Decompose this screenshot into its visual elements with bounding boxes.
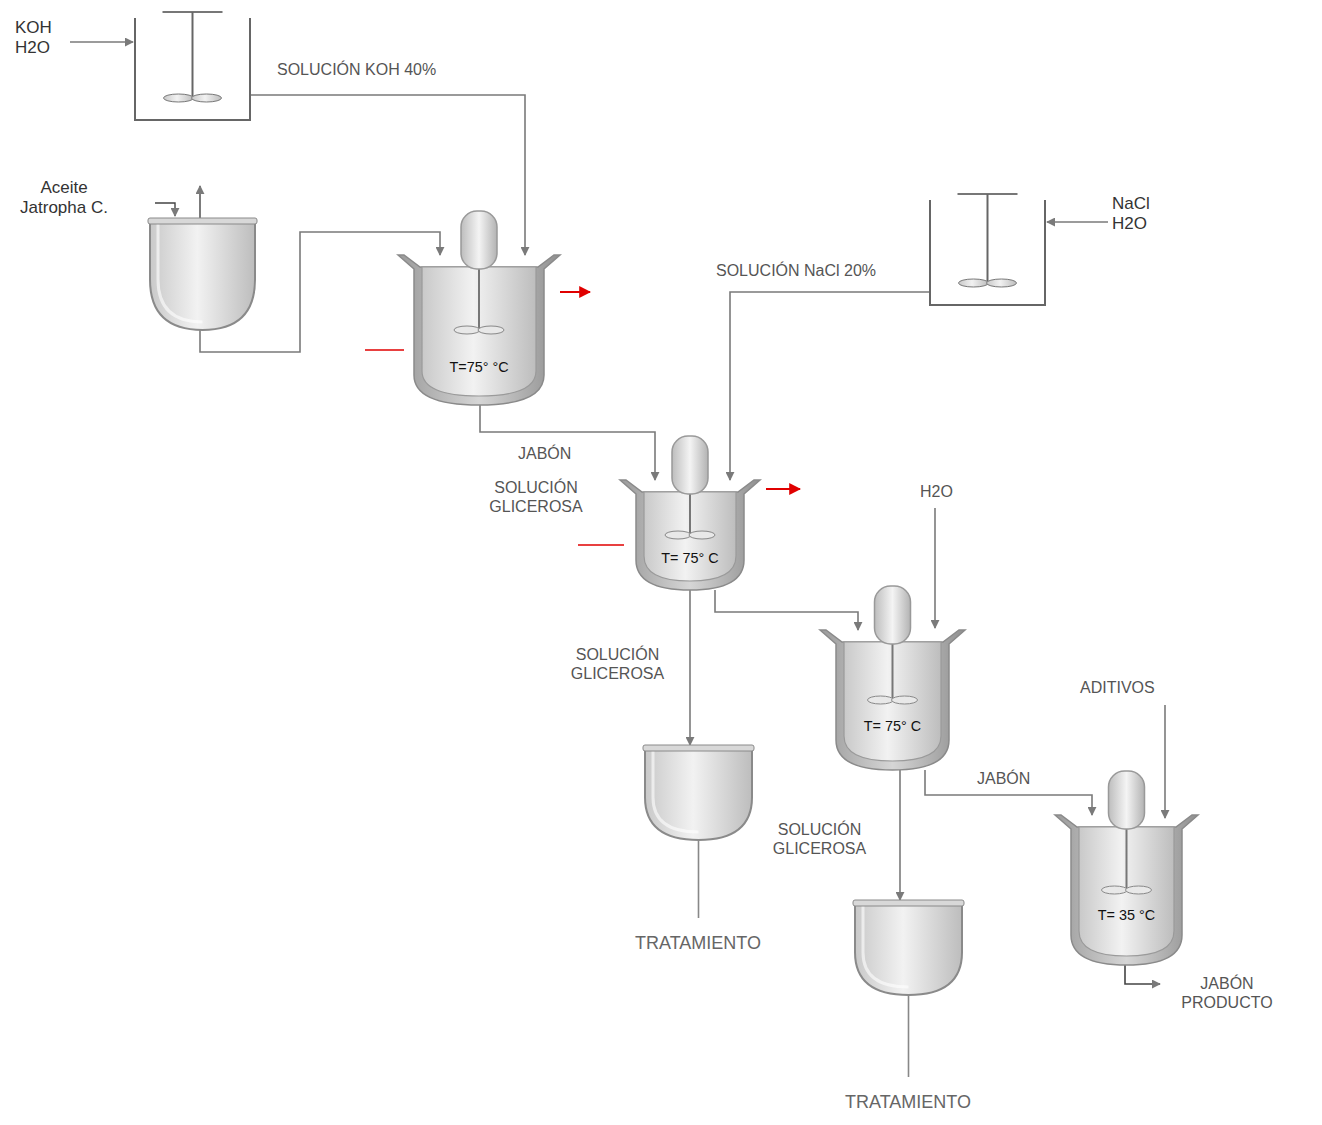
- vessel-label: NaCl H2O: [1112, 194, 1164, 233]
- heat-out-arrow: [560, 291, 590, 293]
- stream-label: JABÓN: [516, 444, 600, 463]
- pipe-line: [730, 292, 930, 480]
- pipe-line: [480, 405, 655, 480]
- pipe-line: [689, 590, 691, 745]
- vessel-label: TRATAMIENTO: [808, 1092, 1008, 1113]
- feed-line: [1047, 221, 1108, 223]
- vessel-shape: [398, 255, 560, 405]
- vent-line: [199, 186, 200, 218]
- storage-tank: TRATAMIENTO: [855, 900, 962, 995]
- feed-line: [70, 41, 133, 43]
- vessel-label: Aceite Jatropha C.: [8, 178, 120, 217]
- storage-tank: Aceite Jatropha C.: [150, 218, 255, 330]
- vessel-shape: [930, 200, 1045, 305]
- heat-in-line: [365, 349, 404, 351]
- additive-label: ADITIVOS: [1078, 678, 1192, 697]
- temperature-label: T= 75° C: [620, 550, 760, 567]
- mixing-tank: NaCl H2O: [930, 200, 1045, 305]
- stream-label: JABÓN: [975, 769, 1059, 788]
- vessel-shape: [855, 900, 962, 995]
- reactor-vessel: T=75° °C: [398, 255, 560, 405]
- product-out-line: [1125, 965, 1160, 984]
- reactor-vessel: T= 75° C: [620, 480, 760, 590]
- heat-out-arrow: [766, 488, 800, 490]
- water-feed-line: [934, 508, 936, 628]
- product-label: JABÓN PRODUCTO: [1170, 974, 1284, 1012]
- temperature-label: T= 75° C: [820, 718, 965, 735]
- vessel-shape: [1055, 815, 1198, 965]
- vessel-label: TRATAMIENTO: [598, 933, 798, 954]
- stream-label: SOLUCIÓN GLICEROSA: [755, 820, 884, 858]
- heat-in-line: [578, 544, 624, 546]
- stream-label: SOLUCIÓN GLICEROSA: [553, 645, 682, 683]
- vessel-shape: [135, 18, 250, 120]
- temperature-label: T=75° °C: [398, 359, 560, 376]
- vessel-shape: [620, 480, 760, 590]
- stream-label: SOLUCIÓN GLICEROSA: [468, 478, 604, 516]
- feed-line: [155, 203, 175, 216]
- temperature-label: T= 35 °C: [1055, 907, 1198, 924]
- stream-label: SOLUCIÓN NaCl 20%: [714, 261, 928, 280]
- storage-tank: TRATAMIENTO: [645, 745, 752, 840]
- additive-feed-line: [1164, 705, 1166, 818]
- vessel-shape: [645, 745, 752, 840]
- reactor-vessel: T= 75° C: [820, 630, 965, 770]
- pipe-line: [715, 590, 858, 630]
- reactor-vessel: T= 35 °C: [1055, 815, 1198, 965]
- vessel-shape: [150, 218, 255, 330]
- pipe-line: [899, 770, 901, 900]
- pipe-line: [925, 770, 1092, 815]
- stream-label: H2O: [918, 482, 972, 501]
- stream-label: SOLUCIÓN KOH 40%: [275, 60, 509, 79]
- vessel-label: KOH H2O: [15, 18, 65, 57]
- mixing-tank: KOH H2O: [135, 18, 250, 120]
- vessel-shape: [820, 630, 965, 770]
